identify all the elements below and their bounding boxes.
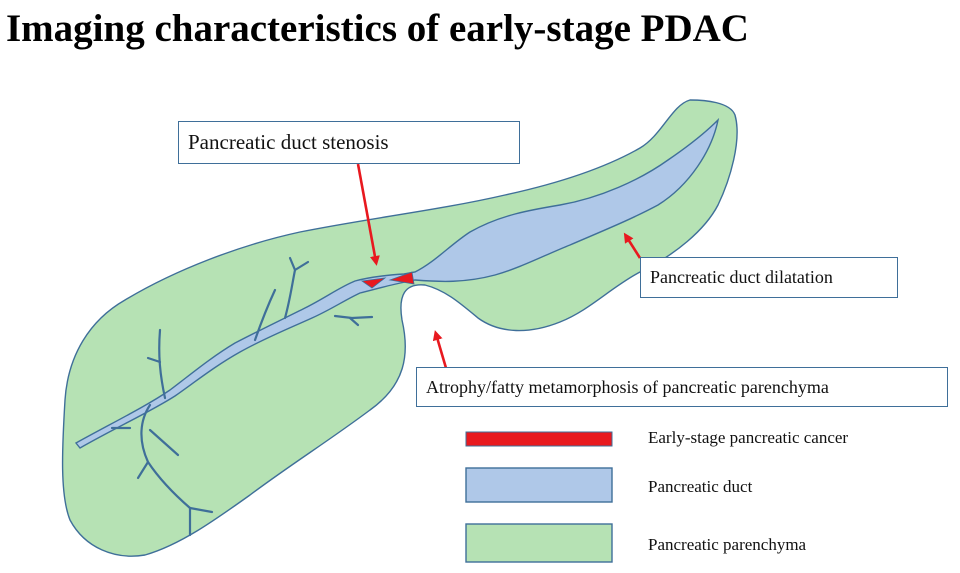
stenosis-callout: Pancreatic duct stenosis bbox=[178, 121, 520, 164]
atrophy-arrow bbox=[432, 330, 448, 369]
legend-swatch-cancer bbox=[465, 431, 613, 447]
early-stage-cancer-lesion bbox=[360, 271, 415, 289]
atrophy-callout-text: Atrophy/fatty metamorphosis of pancreati… bbox=[426, 376, 829, 397]
pancreatic-parenchyma bbox=[61, 99, 738, 557]
pancreatic-duct bbox=[74, 117, 720, 449]
dilatation-callout-text: Pancreatic duct dilatation bbox=[650, 267, 833, 287]
legend-swatch-parenchyma bbox=[465, 523, 613, 563]
duct-side-branches bbox=[110, 256, 374, 537]
legend-swatch-duct bbox=[465, 467, 613, 503]
dilatation-callout: Pancreatic duct dilatation bbox=[640, 257, 898, 298]
atrophy-callout: Atrophy/fatty metamorphosis of pancreati… bbox=[416, 367, 948, 407]
figure-title: Imaging characteristics of early-stage P… bbox=[6, 7, 749, 50]
legend-label-cancer: Early-stage pancreatic cancer bbox=[648, 428, 849, 447]
dilatation-arrow bbox=[623, 232, 642, 259]
stenosis-callout-text: Pancreatic duct stenosis bbox=[188, 130, 389, 154]
legend-label-duct: Pancreatic duct bbox=[648, 477, 753, 496]
stenosis-arrow bbox=[356, 163, 380, 266]
legend-label-parenchyma: Pancreatic parenchyma bbox=[648, 535, 807, 554]
